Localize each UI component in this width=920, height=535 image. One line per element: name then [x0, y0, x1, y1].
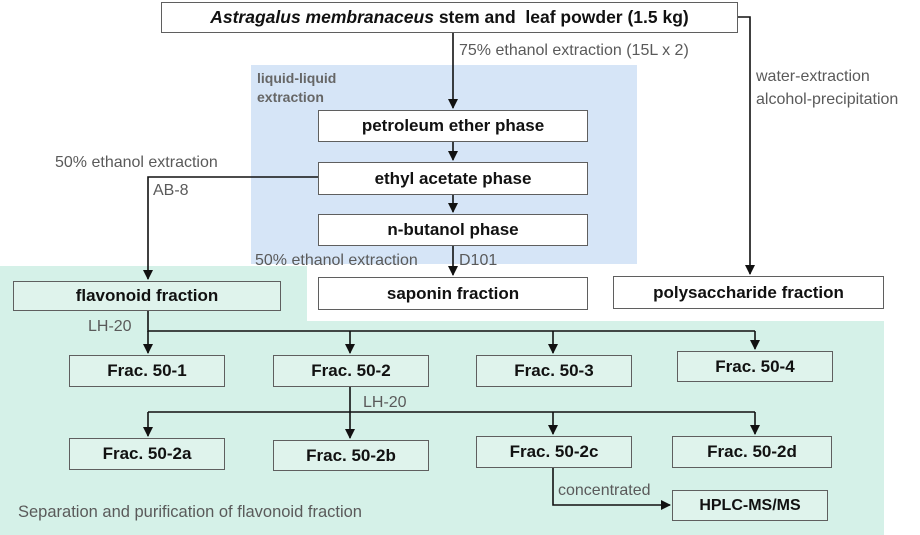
label-lh20-second: LH-20: [363, 394, 407, 411]
flavonoid-region-caption: Separation and purification of flavonoid…: [18, 503, 362, 521]
label-concentrated: concentrated: [558, 482, 651, 499]
label-ab8: AB-8: [153, 182, 189, 199]
frac-50-4-node: Frac. 50-4: [677, 351, 833, 382]
polysaccharide-node: polysaccharide fraction: [613, 276, 884, 309]
frac-50-1-node: Frac. 50-1: [69, 355, 225, 387]
edge-ethyl-flavonoid: [143, 176, 318, 280]
liquid-liquid-label: liquid-liquid extraction: [257, 69, 336, 107]
frac-50-2a-node: Frac. 50-2a: [69, 438, 225, 470]
source-node: Astragalus membranaceus stem and leaf po…: [161, 2, 738, 33]
frac-50-3-node: Frac. 50-3: [476, 355, 632, 387]
source-node-italic: Astragalus membranaceus: [210, 7, 434, 27]
saponin-node: saponin fraction: [318, 277, 588, 310]
frac-50-2b-node: Frac. 50-2b: [273, 440, 429, 471]
label-ethanol-50-mid: 50% ethanol extraction: [255, 252, 418, 269]
liquid-liquid-line2: extraction: [257, 89, 324, 105]
ethyl-acetate-node: ethyl acetate phase: [318, 162, 588, 195]
label-water-extraction: water-extraction: [756, 68, 870, 85]
source-node-rest: stem and leaf powder (1.5 kg): [433, 7, 689, 27]
liquid-liquid-line1: liquid-liquid: [257, 70, 337, 86]
n-butanol-node: n-butanol phase: [318, 214, 588, 246]
label-lh20-first: LH-20: [88, 318, 132, 335]
label-ethanol-50-left: 50% ethanol extraction: [55, 154, 218, 171]
hplc-node: HPLC-MS/MS: [672, 490, 828, 521]
flavonoid-node: flavonoid fraction: [13, 281, 281, 311]
petroleum-node: petroleum ether phase: [318, 110, 588, 142]
frac-50-2d-node: Frac. 50-2d: [672, 436, 832, 468]
label-alcohol-precipitation: alcohol-precipitation: [756, 91, 899, 108]
edge-source-polysaccharide: [738, 16, 755, 275]
frac-50-2c-node: Frac. 50-2c: [476, 436, 632, 468]
edge-frac-50-2c-hplc: [552, 468, 671, 510]
edge-flavonoid-split: [147, 311, 755, 332]
label-d101: D101: [459, 252, 498, 269]
frac-50-2-node: Frac. 50-2: [273, 355, 429, 387]
label-ethanol-75: 75% ethanol extraction (15L x 2): [459, 42, 689, 59]
